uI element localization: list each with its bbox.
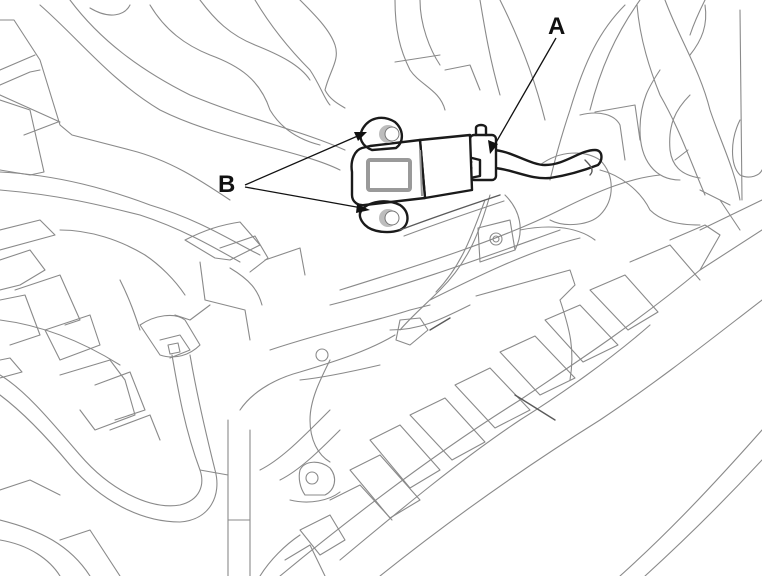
sensor-module-rear	[418, 133, 474, 200]
callout-b-arrowhead-lower	[356, 204, 370, 213]
callout-a-leader	[493, 37, 557, 147]
sensor-module-assembly	[350, 116, 603, 237]
callout-a-arrowhead	[488, 140, 498, 154]
callout-b-leader-upper	[244, 134, 361, 186]
mounting-bolt-lower	[358, 200, 409, 234]
mounting-bolt-upper	[359, 116, 404, 152]
callout-leaders	[244, 37, 557, 213]
callout-label-a: A	[548, 13, 566, 40]
callout-b-leader-lower	[244, 186, 363, 209]
callout-label-b: B	[218, 171, 236, 198]
callout-b-arrowhead-upper	[354, 132, 367, 141]
